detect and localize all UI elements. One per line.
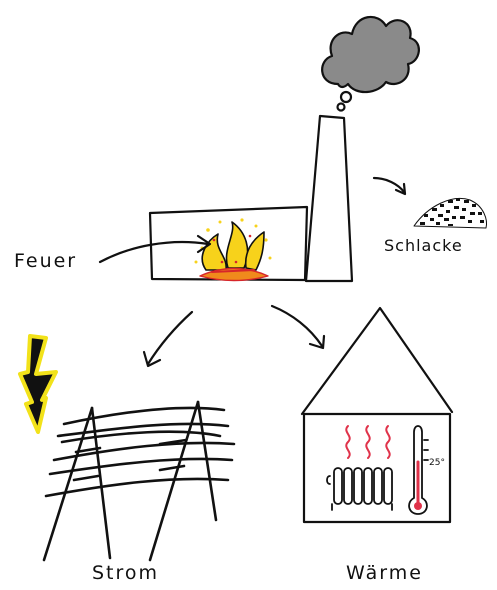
lightning-bolt-icon	[20, 336, 56, 432]
power-pylon-icon	[44, 402, 234, 560]
chimney	[306, 116, 352, 281]
label-waerme: Wärme	[346, 562, 423, 584]
label-feuer: Feuer	[14, 250, 77, 272]
slag-pile-icon	[414, 198, 486, 228]
smoke-cloud-icon	[322, 17, 419, 111]
arrow-to-slag	[374, 178, 405, 194]
arrow-to-strom	[144, 312, 192, 366]
label-temperature: 25°	[429, 458, 445, 468]
arrow-to-waerme	[272, 306, 324, 348]
label-schlacke: Schlacke	[384, 236, 463, 255]
label-strom: Strom	[92, 562, 159, 584]
